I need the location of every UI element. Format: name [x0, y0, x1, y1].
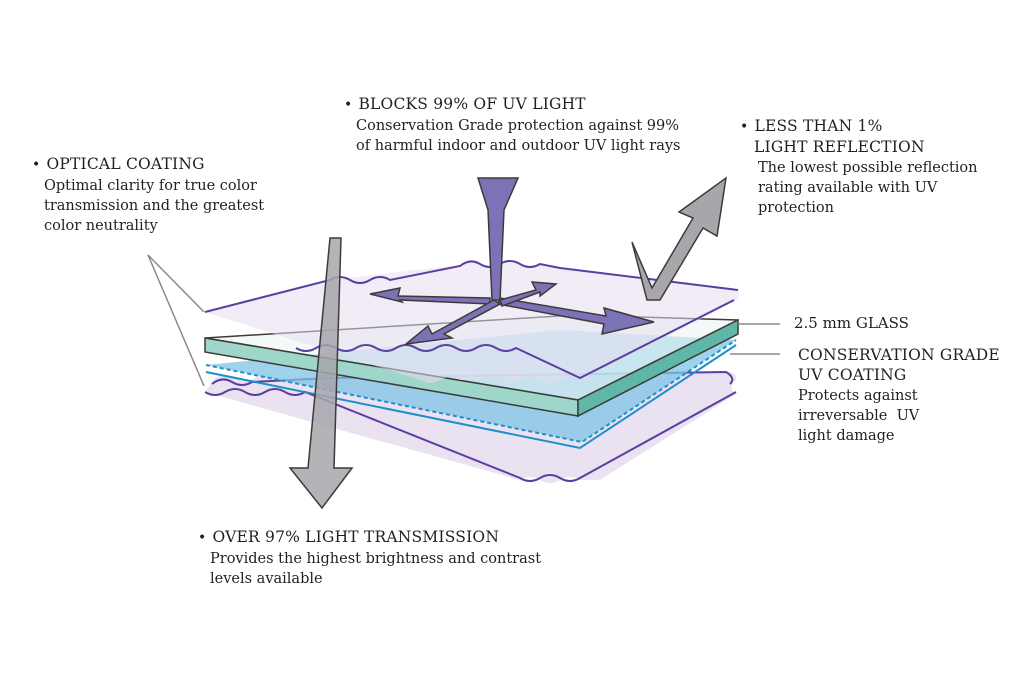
callout-optical-coating-title: OPTICAL COATING: [46, 155, 205, 173]
top-coating-back-edge: [204, 260, 739, 313]
light-transmission-arrow: [288, 237, 354, 510]
callout-body-line: Provides the highest brightness and cont…: [210, 551, 542, 567]
callout-light-transmission: • OVER 97% LIGHT TRANSMISSION Provides th…: [198, 527, 541, 589]
callout-body-line: of harmful indoor and outdoor UV light r…: [356, 138, 681, 154]
callout-body-line: protection: [758, 200, 835, 216]
callout-optical-coating-heading: • OPTICAL COATING: [32, 154, 264, 175]
reflection-arrow: [631, 176, 728, 301]
callout-body-line: Conservation Grade protection against 99…: [356, 118, 679, 134]
callout-body-line: color neutrality: [44, 218, 158, 234]
callout-blocks-uv-body: Conservation Grade protection against 99…: [344, 116, 680, 156]
callout-body-line: Protects against: [798, 388, 918, 404]
callout-light-transmission-heading: • OVER 97% LIGHT TRANSMISSION: [198, 527, 541, 548]
callout-blocks-uv-heading: • BLOCKS 99% OF UV LIGHT: [344, 94, 680, 115]
callout-blocks-uv: • BLOCKS 99% OF UV LIGHT Conservation Gra…: [344, 94, 680, 156]
callout-optical-coating: • OPTICAL COATING Optimal clarity for tru…: [32, 154, 264, 236]
leader-lines: [147, 254, 780, 387]
glass-thickness-label: 2.5 mm GLASS: [794, 314, 909, 332]
callout-uv-coating-title-line2: UV COATING: [798, 366, 907, 384]
callout-body-line: irreversable UV: [798, 408, 920, 424]
bullet-icon: •: [198, 530, 207, 546]
callout-uv-coating-title: CONSERVATION GRADE: [798, 346, 1000, 364]
callout-uv-coating: CONSERVATION GRADE UV COATING Protects a…: [798, 345, 1000, 446]
callout-less-reflection-heading: • LESS THAN 1% LIGHT REFLECTION: [740, 116, 978, 157]
bottom-coating-front-edge: [204, 388, 737, 482]
callout-less-reflection-body: The lowest possible reflection rating av…: [740, 158, 978, 218]
callout-body-line: The lowest possible reflection: [758, 160, 978, 176]
callout-body-line: light damage: [798, 428, 895, 444]
glass-side-edge: [577, 318, 739, 418]
bottom-coating-back-edge: [211, 370, 734, 386]
callout-body-line: levels available: [210, 571, 323, 587]
callout-body-line: transmission and the greatest: [44, 198, 265, 214]
callout-body-line: rating available with UV: [758, 180, 938, 196]
uv-scatter-arrows: [369, 281, 655, 346]
callout-less-reflection-title-line2: LIGHT REFLECTION: [754, 138, 925, 156]
callout-optical-coating-body: Optimal clarity for true color transmiss…: [32, 176, 264, 236]
callout-blocks-uv-title: BLOCKS 99% OF UV LIGHT: [358, 95, 586, 113]
callout-less-reflection: • LESS THAN 1% LIGHT REFLECTION The lowes…: [740, 116, 978, 218]
bullet-icon: •: [740, 119, 749, 135]
callout-uv-coating-body: Protects against irreversable UV light d…: [798, 386, 1000, 446]
callout-body-line: Optimal clarity for true color: [44, 178, 257, 194]
callout-less-reflection-title: LESS THAN 1%: [754, 117, 883, 135]
bullet-icon: •: [32, 157, 41, 173]
callout-uv-coating-heading: CONSERVATION GRADE UV COATING: [798, 345, 1000, 385]
callout-light-transmission-title: OVER 97% LIGHT TRANSMISSION: [212, 528, 500, 546]
callout-light-transmission-body: Provides the highest brightness and cont…: [198, 549, 541, 589]
bullet-icon: •: [344, 97, 353, 113]
